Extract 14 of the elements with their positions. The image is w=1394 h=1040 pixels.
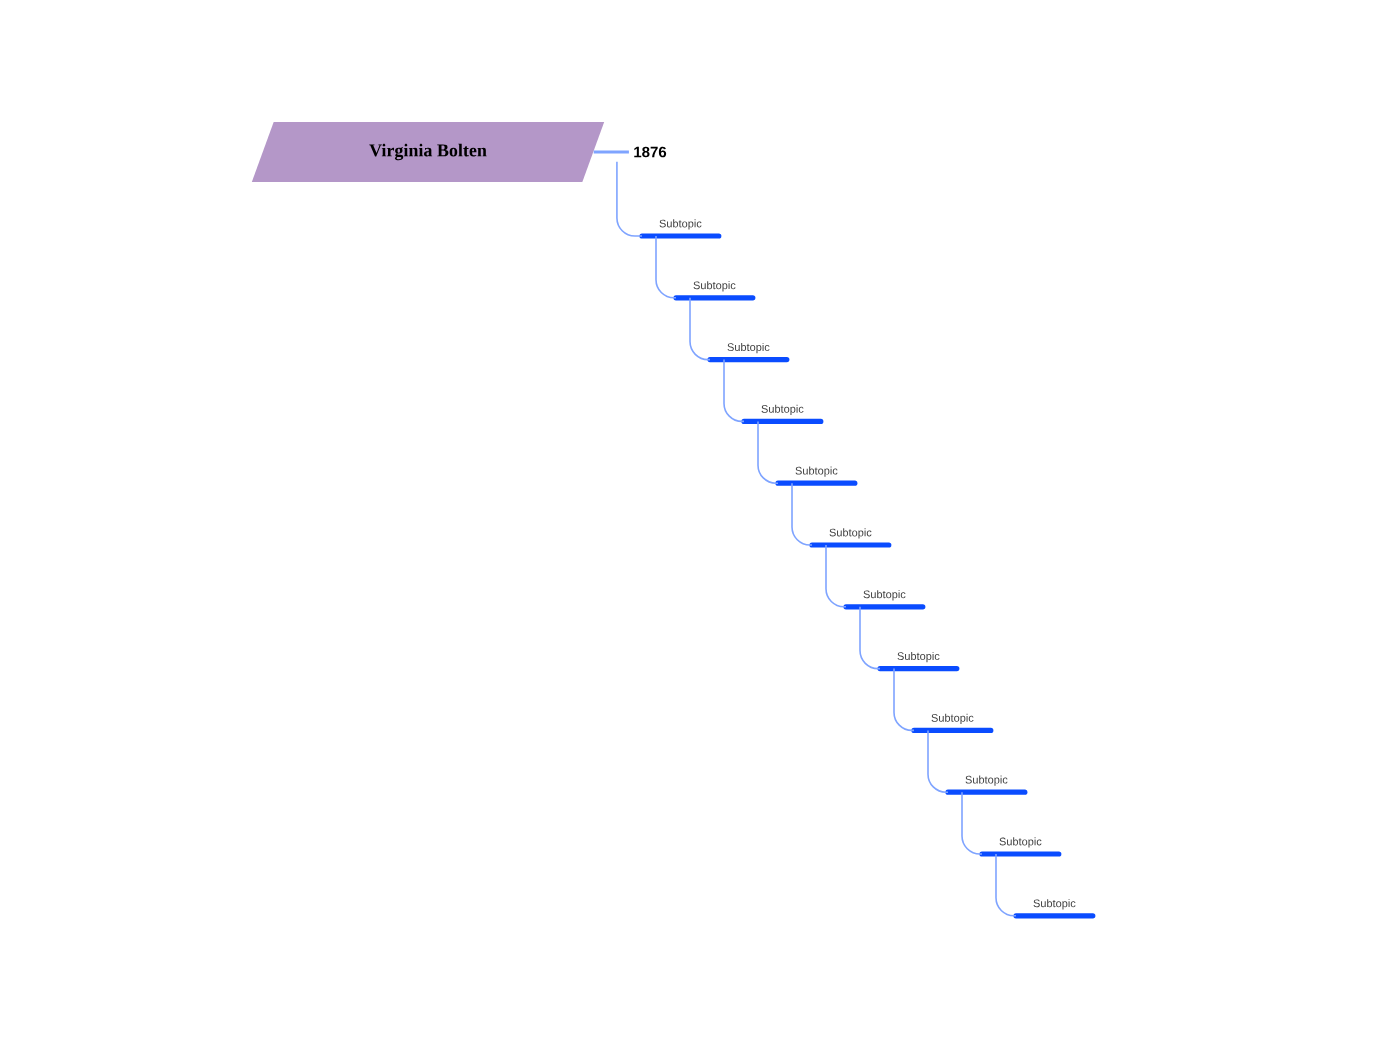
connector-line <box>757 420 779 484</box>
connector-line <box>825 544 847 608</box>
connector-line <box>616 160 643 237</box>
connector-line <box>593 150 629 154</box>
connector-line <box>655 235 677 299</box>
connector-line <box>791 482 813 546</box>
connector-line <box>859 606 881 670</box>
connector-line <box>689 297 711 361</box>
connector-line <box>961 791 983 855</box>
topic-parallelogram: Virginia Bolten <box>251 122 605 182</box>
connector-line <box>723 358 745 423</box>
connector-line <box>893 667 915 732</box>
connector-line <box>995 853 1017 917</box>
connector-line <box>927 729 949 793</box>
